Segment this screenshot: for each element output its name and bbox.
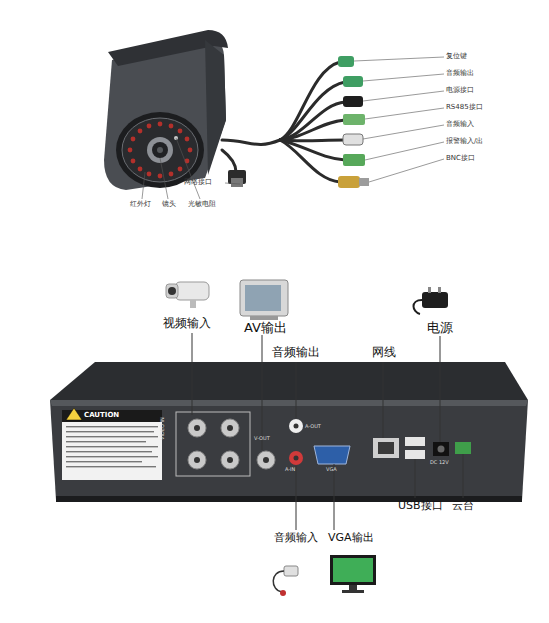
port-label: BNC接口 [446, 154, 475, 162]
port-label: 网线 [372, 346, 396, 360]
port-label: 音频输入 [274, 532, 318, 545]
power-adapter-icon [414, 287, 449, 314]
leader-lines [142, 57, 444, 199]
panel-text: CAUTION [84, 411, 119, 419]
part-label: 镜头 [162, 200, 176, 208]
dvr-recorder [50, 362, 528, 502]
panel-text: DC 12V [430, 460, 449, 466]
port-label: 电源 [427, 321, 453, 336]
monitor-icon [330, 555, 376, 593]
cables [222, 62, 345, 182]
part-label: 网络接口 [184, 178, 212, 186]
port-label: 云台 [452, 500, 474, 513]
cable-connectors [228, 56, 369, 188]
port-label: 电源接口 [446, 86, 474, 94]
microphone-icon [273, 566, 298, 596]
camera-icon [166, 282, 209, 308]
panel-text: VGA [326, 467, 337, 473]
port-label: VGA输出 [328, 532, 374, 545]
port-label: RS485接口 [446, 103, 483, 111]
panel-text: V-OUT [254, 436, 270, 442]
port-label: USB接口 [398, 500, 443, 513]
port-label: 视频输入 [163, 317, 211, 331]
part-label: 光敏电阻 [188, 200, 216, 208]
panel-text: A-IN [285, 467, 295, 473]
part-label: 红外灯 [130, 200, 151, 208]
port-label: 复位键 [446, 52, 467, 60]
leader-lines [192, 333, 463, 530]
port-label: 音频输出 [272, 346, 320, 360]
bullet-camera [104, 30, 228, 190]
tv-icon [240, 280, 288, 320]
panel-text: A-OUT [305, 424, 321, 430]
port-label: 报警输入/出 [446, 137, 483, 145]
panel-text: VIDEO IN [160, 417, 166, 440]
port-label: 音频输出 [446, 69, 474, 77]
port-label: AV输出 [244, 321, 287, 336]
port-label: 音频输入 [446, 120, 474, 128]
